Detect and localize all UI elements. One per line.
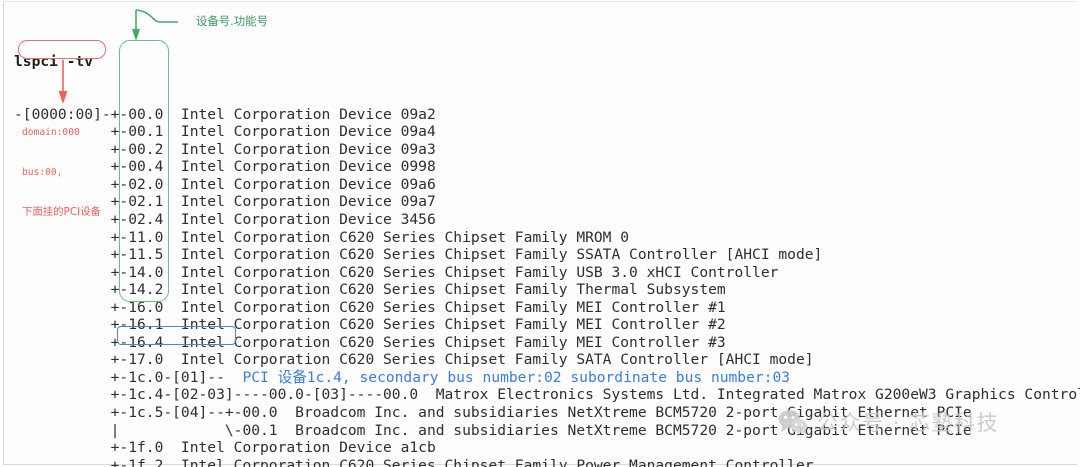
lspci-tree-line: +-1c.4-[02-03]----00.0-[03]----00.0 Matr…: [14, 386, 1080, 404]
lspci-tree-line: +-1c.5-[04]--+-00.0 Broadcom Inc. and su…: [14, 404, 972, 422]
lspci-tree-line: +-02.1 Intel Corporation Device 09a7: [14, 193, 436, 211]
domain-highlight-box: [18, 40, 106, 59]
lspci-tree-line: +-11.0 Intel Corporation C620 Series Chi…: [14, 228, 630, 246]
lspci-tree-line: +-17.0 Intel Corporation C620 Series Chi…: [14, 351, 814, 369]
lspci-tree-line: +-02.4 Intel Corporation Device 3456: [14, 211, 436, 229]
lspci-tree-line: +-1c.0-[01]-- PCI 设备1c.4, secondary bus …: [14, 369, 1080, 387]
bridge-highlight-box: [117, 326, 236, 345]
lspci-tree-line: +-14.2 Intel Corporation C620 Series Chi…: [14, 281, 726, 299]
caption-line-bus: bus:00,: [22, 167, 63, 179]
lspci-tree-line: +-1f.0 Intel Corporation Device a1cb: [14, 439, 436, 457]
lspci-tree-line: +-02.0 Intel Corporation Device 09a6: [14, 175, 436, 193]
devfunc-highlight-box: [119, 40, 169, 302]
green-hook-arrow-icon: [132, 9, 178, 41]
lspci-tree-line: | \-00.1 Broadcom Inc. and subsidiaries …: [14, 421, 972, 439]
watermark: 公众号 · 芯塾科技: [778, 407, 999, 437]
lspci-tree-line: +-00.1 Intel Corporation Device 09a4: [14, 123, 436, 141]
watermark-text: 公众号 · 芯塾科技: [817, 411, 1000, 435]
lspci-tree-line: -[0000:00]-+-00.0 Intel Corporation Devi…: [14, 105, 436, 123]
domain-bus-caption: domain:000 bus:00, 下面挂的PCI设备: [22, 100, 101, 245]
lspci-tree-line: +-16.0 Intel Corporation C620 Series Chi…: [14, 298, 726, 316]
devfunc-label: 设备号.功能号: [196, 14, 268, 28]
lspci-tree-line: +-00.4 Intel Corporation Device 0998: [14, 158, 436, 176]
lspci-tree-line: +-14.0 Intel Corporation C620 Series Chi…: [14, 263, 779, 281]
bridge-bus-note: PCI 设备1c.4, secondary bus number:02 subo…: [242, 368, 791, 386]
lspci-tree: -[0000:00]-+-00.0 Intel Corporation Devi…: [14, 106, 1080, 467]
lspci-tree-line: +-16.1 Intel Corporation C620 Series Chi…: [14, 316, 726, 334]
caption-line-devices: 下面挂的PCI设备: [22, 205, 101, 218]
lspci-tree-line: +-11.5 Intel Corporation C620 Series Chi…: [14, 246, 823, 264]
wechat-icon: [778, 410, 808, 435]
red-arrow-icon: [58, 60, 68, 104]
lspci-tree-line: +-1f.2 Intel Corporation C620 Series Chi…: [14, 456, 814, 467]
lspci-tree-line-text: +-1c.0-[01]--: [14, 368, 243, 386]
terminal-command: lspci -tv: [14, 53, 94, 71]
lspci-tree-line: +-00.2 Intel Corporation Device 09a3: [14, 140, 436, 158]
lspci-tree-line: +-16.4 Intel Corporation C620 Series Chi…: [14, 333, 726, 351]
terminal-output: lspci -tv -[0000:00]-+-00.0 Intel Corpor…: [14, 18, 1080, 467]
caption-line-domain: domain:000: [22, 127, 80, 139]
